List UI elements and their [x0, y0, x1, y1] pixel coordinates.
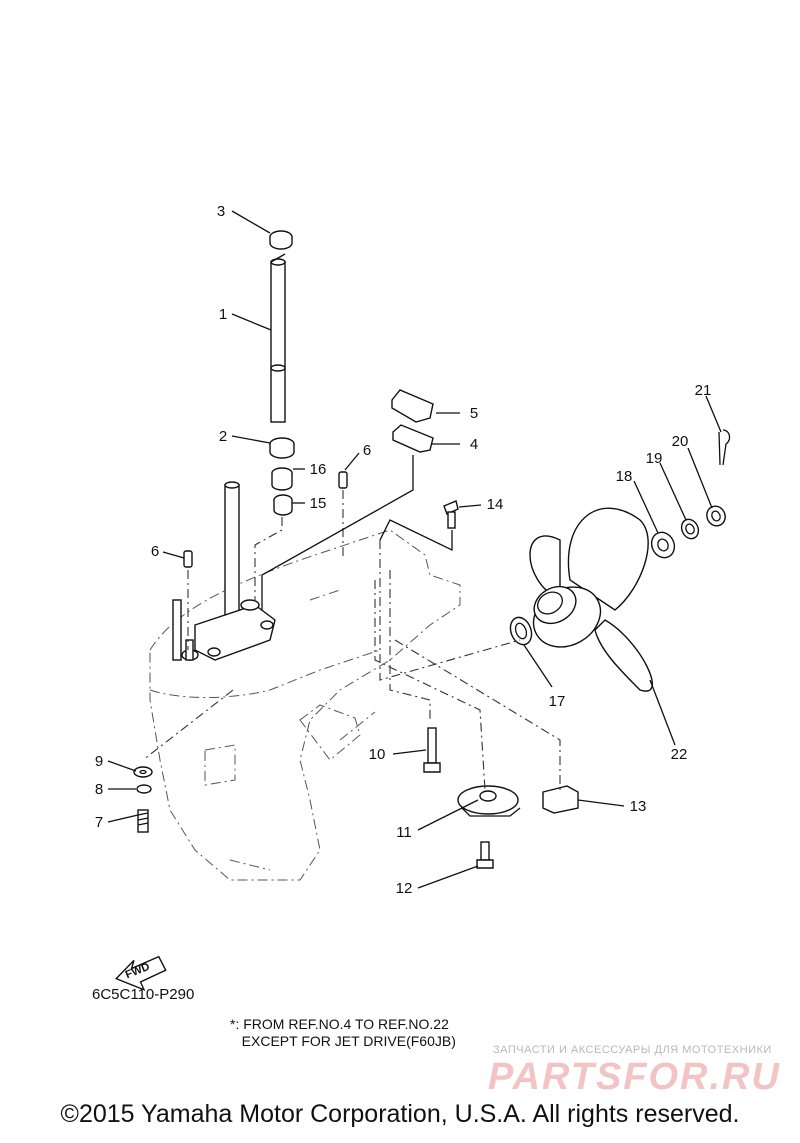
- watermark-tagline: ЗАПЧАСТИ И АКСЕССУАРЫ ДЛЯ МОТОТЕХНИКИ: [493, 1044, 772, 1056]
- callout-9: 9: [95, 753, 103, 770]
- part-6-pin-left: [183, 550, 193, 568]
- leader-lines: [107, 210, 722, 889]
- callout-20: 20: [672, 433, 689, 450]
- callout-8: 8: [95, 781, 103, 798]
- part-17-thrust-washer: [509, 616, 533, 646]
- bracket-lines: [261, 455, 453, 610]
- part-9-washer: [133, 766, 153, 778]
- callout-1: 1: [219, 306, 227, 323]
- part-6-pin-right: [338, 471, 348, 489]
- fwd-arrow-icon: FWD: [114, 955, 167, 992]
- part-1-shaft: [270, 253, 286, 423]
- part-19-washer: [680, 518, 700, 540]
- footnote-line-1: *: FROM REF.NO.4 TO REF.NO.22: [230, 1016, 449, 1032]
- part-20-nut: [706, 505, 726, 527]
- part-18-spacer: [650, 531, 676, 559]
- drive-shaft-housing: [172, 481, 276, 661]
- callout-19: 19: [646, 450, 663, 467]
- callout-15: 15: [310, 495, 327, 512]
- callout-6-right: 6: [363, 442, 371, 459]
- callout-21: 21: [695, 382, 712, 399]
- part-22-propeller: [529, 507, 653, 692]
- watermark-brand: PARTSFOR.RU: [488, 1056, 781, 1098]
- callout-10: 10: [369, 746, 386, 763]
- part-10-bolt: [423, 727, 441, 773]
- callout-12: 12: [396, 880, 413, 897]
- part-15-collar: [273, 494, 293, 516]
- part-12-bolt: [476, 841, 494, 869]
- callout-4: 4: [470, 436, 478, 453]
- callout-17: 17: [549, 693, 566, 710]
- part-5-plate: [391, 389, 434, 423]
- lower-casing-outline: [149, 529, 461, 881]
- callout-labels: 3 1 2 5 4 6 6 16 15 14 9 8 7 10 11 12 13…: [95, 203, 712, 897]
- part-13-anode: [542, 785, 579, 814]
- callout-16: 16: [310, 461, 327, 478]
- reference-lines: [142, 490, 561, 791]
- part-4-plate: [392, 424, 434, 453]
- callout-14: 14: [487, 496, 504, 513]
- callout-5: 5: [470, 405, 478, 422]
- part-14-bolt: [443, 500, 459, 529]
- callout-3: 3: [217, 203, 225, 220]
- part-2-seal: [269, 437, 295, 459]
- callout-22: 22: [671, 746, 688, 763]
- part-21-cotter-pin: [718, 429, 731, 466]
- diagram-code: 6C5C110-P290: [92, 986, 195, 1003]
- part-16-bushing: [271, 467, 293, 491]
- callout-18: 18: [616, 468, 633, 485]
- callout-6-left: 6: [151, 543, 159, 560]
- callout-13: 13: [630, 798, 647, 815]
- part-7-bolt: [137, 809, 149, 833]
- copyright-notice: ©2015 Yamaha Motor Corporation, U.S.A. A…: [60, 1100, 740, 1128]
- footnote-line-2: EXCEPT FOR JET DRIVE(F60JB): [230, 1033, 456, 1049]
- callout-11: 11: [396, 824, 412, 841]
- callout-2: 2: [219, 428, 227, 445]
- part-11-trim-tab: [457, 785, 521, 817]
- callout-7: 7: [95, 814, 103, 831]
- footnote: *: FROM REF.NO.4 TO REF.NO.22 EXCEPT FOR…: [230, 1016, 456, 1050]
- part-8-washer: [136, 784, 152, 794]
- part-3-cap: [269, 230, 293, 250]
